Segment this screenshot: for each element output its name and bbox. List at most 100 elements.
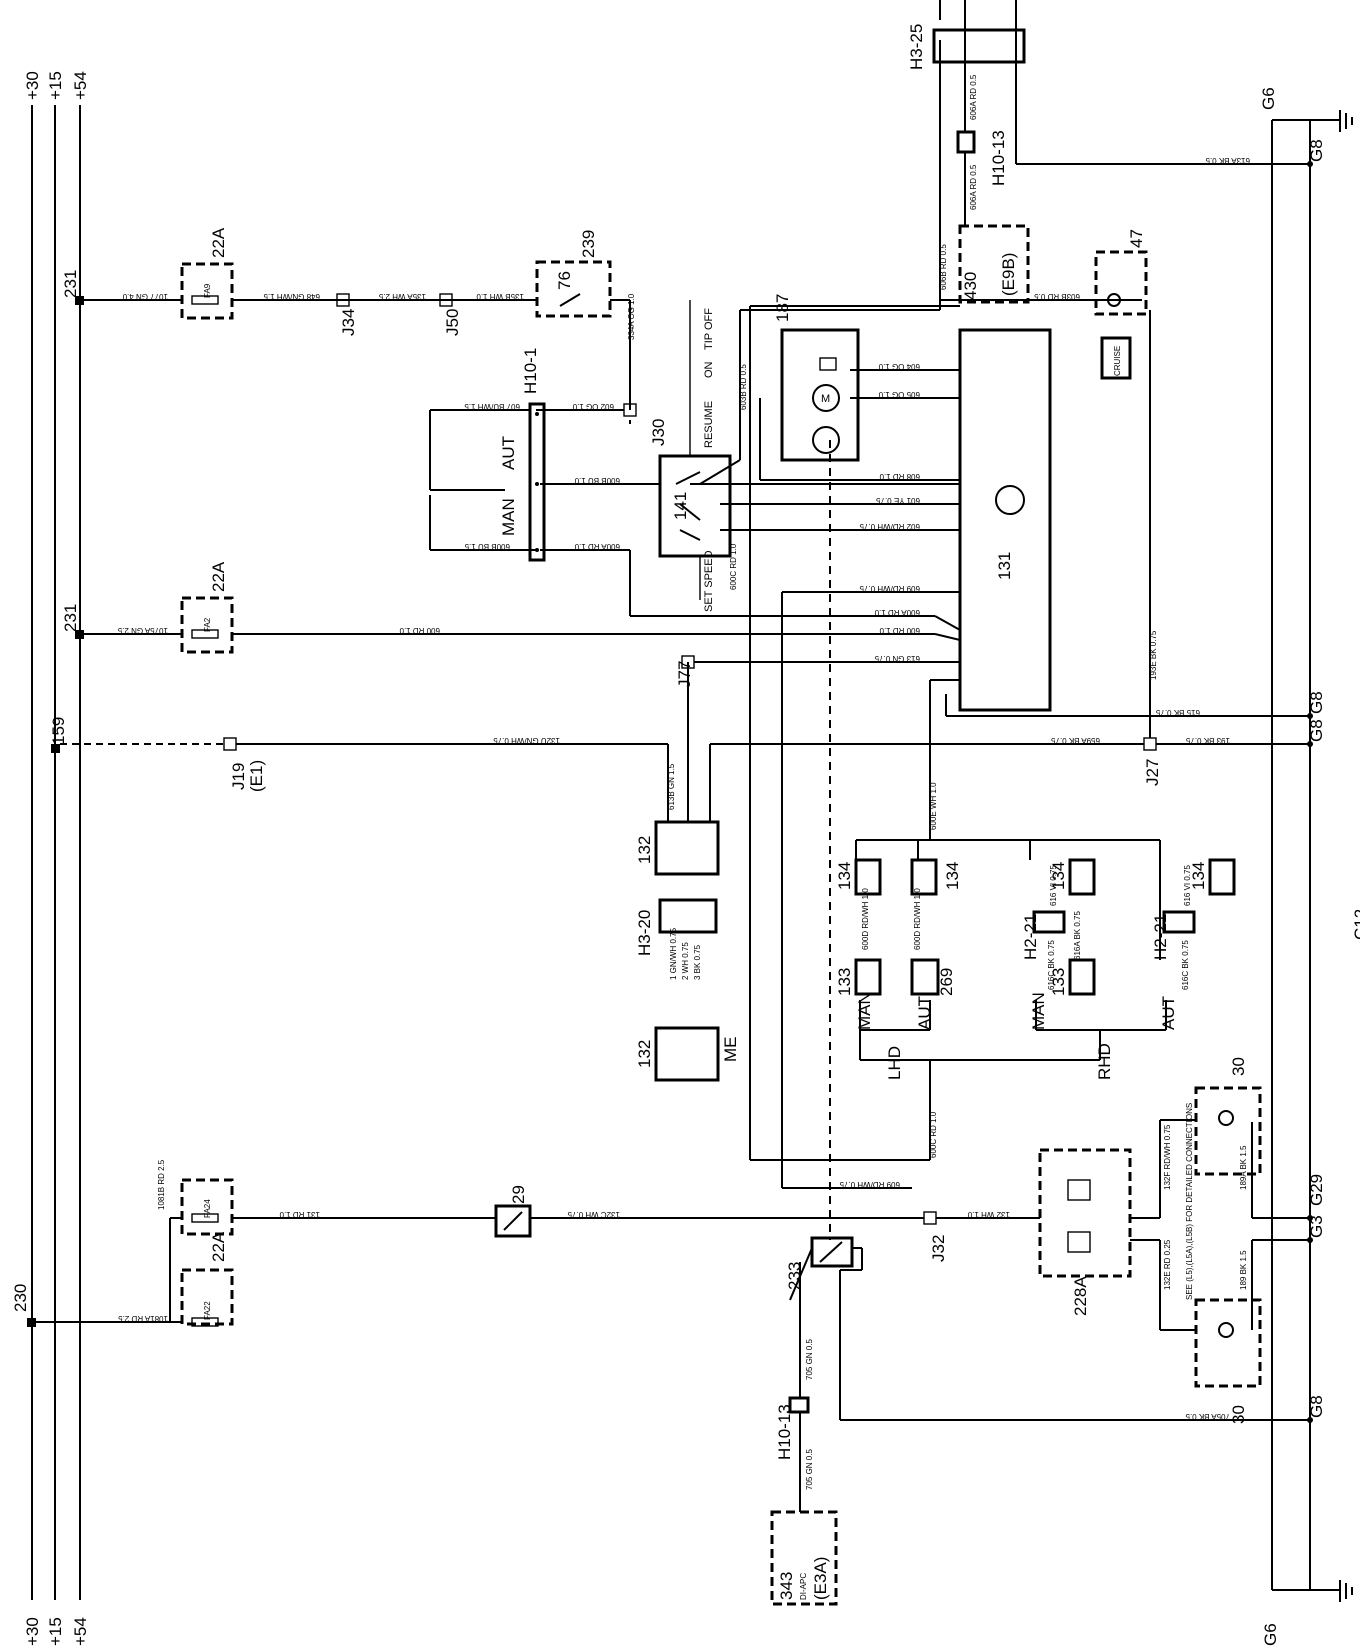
switch-133a-label: 133 [835,968,854,996]
resume-label: RESUME [703,401,715,448]
clutch-switch-269: 269 [910,958,956,996]
splice-231a-label: 231 [61,270,80,298]
g8b-label: G8 [1307,691,1326,714]
switch-133a: 133 [835,958,882,996]
g6-bottom-label: G6 [1261,1623,1280,1646]
connector-j34: J34 [336,293,358,336]
switch-29: 29 [494,1185,532,1238]
switch-134c-label: 134 [1049,862,1068,890]
fuse-fa24-code: FA24 [203,1199,212,1218]
connector-h10-13-bottom: H10-13 [775,1396,810,1460]
switch-134a-label: 134 [835,862,854,890]
connector-j27: J27 [1143,737,1162,786]
wire-3bk-label: 3 BK 0.75 [693,944,702,980]
module-343: 343 DI-APC (E3A) [770,1510,838,1606]
splice-230-label: 230 [11,1284,30,1312]
wire-705b-label: 705 GN 0.5 [805,1449,814,1490]
wire-1081a-label: 1081A RD 2.5 [118,1314,168,1323]
fuse-fa24-ref: 22A [209,1231,228,1262]
wire-606a-label: 606A RD 0.5 [969,74,978,120]
module-430: 430 (E9B) [958,224,1030,304]
wire-616c2-label: 616C BK 0.75 [1181,940,1190,990]
j34-label: J34 [339,309,358,336]
connector-h2-21a: H2-21 [1021,910,1066,960]
rail-54-label-bottom: +54 [71,1617,90,1646]
relay-76-label: 76 [555,271,574,290]
wire-1075a-label: 1075A GN 2.5 [117,626,168,635]
wire-135b-label: 135B WH 1.0 [476,292,524,301]
connector-j50: J50 [439,293,462,336]
wire-603-label: 603B RD 0.5 [1034,292,1080,301]
wire-613-label: 613 GN 0.75 [874,654,920,663]
wire-334a-label: 334A OG 1.0 [627,293,636,340]
wire-648-label: 648 GN/WH 1.5 [263,292,320,301]
sensor-132a: 132 [635,820,720,876]
module-430-label: 430 [961,272,980,300]
splice-231a [75,296,84,305]
motor-icon: M [821,393,830,405]
wire-600-label: 600 RD 1.0 [879,626,920,635]
wire-600-label-b: 600 RD 1.0 [399,626,440,635]
h10-13-bottom-label: H10-13 [775,1404,794,1460]
connector-j32: J32 [923,1211,948,1262]
aut2-label: AUT [915,996,934,1030]
wire-609b-label: 609 RD/WH 0.75 [839,1180,900,1189]
switch-233: 233 [785,1236,854,1290]
wire-600e-label: 600E WH 1.0 [929,782,938,830]
wire-132c-label: 132C WH 0.75 [567,1210,620,1219]
wire-600c-label: 600C RD 1.0 [729,543,738,590]
g8d-label: G8 [1307,1395,1326,1418]
splice-159 [51,744,60,753]
switch-134b-label: 134 [943,862,962,890]
connector-h2-21b: H2-21 [1151,910,1196,960]
switch-134c: 134 [1049,858,1096,896]
wire-602-label: 602 RD/WH 0.75 [859,522,920,531]
wire-616a-label: 616A BK 0.75 [1073,911,1082,960]
wire-613b-label: 613B GN 1.5 [667,763,676,810]
wire-616b-label: 616 VI 0.75 [1183,865,1192,906]
relay-228a: 228A [1038,1148,1132,1316]
rhd-label: RHD [1095,1043,1114,1080]
j27-label: J27 [1143,759,1162,786]
fuse-fa2-ref: 22A [209,561,228,592]
g8c-label: G8 [1307,719,1326,742]
fuse-fa2: FA2 22A [180,561,234,654]
wire-132-label: 132 WH 1.0 [967,1210,1010,1219]
wire-132f-label: 132F RD/WH 0.75 [1163,1124,1172,1190]
see-note-label: SEE (L5),(L5A),(L5B) FOR DETAILED CONNEC… [1185,1103,1194,1300]
splice-231b [75,630,84,639]
lamp-30b-label: 30 [1229,1405,1248,1424]
h3-20-label: H3-20 [635,910,654,956]
rail-30-label-top: +30 [23,71,42,100]
switch-269-label: 269 [937,968,956,996]
fuse-fa2-code: FA2 [203,617,212,632]
me-label: ME [721,1037,740,1063]
wire-2wh-label: 2 WH 0.75 [681,942,690,980]
wire-132u-label: 132U GN/WH 0.75 [493,736,560,745]
h10-13-top-label: H10-13 [989,130,1008,186]
wire-605-label: 605 OG 1.0 [878,390,920,399]
ground-dots [1307,120,1313,1590]
switch-134d: 134 [1189,858,1236,896]
pedal-config-labels: MAN AUT MAN AUT LHD RHD [855,992,1178,1080]
j77-label: J77 [675,661,694,688]
wire-615-label: 615 BK 0.75 [1155,708,1200,717]
wire-600c2-label: 600C RD 1.0 [929,1111,938,1158]
wire-616-label: 616 VI 0.75 [1049,865,1058,906]
wire-705-label: 705 GN 0.5 [805,1339,814,1380]
lamp-30a-label: 30 [1229,1057,1248,1076]
wire-705a-label: 705A BK 0.5 [1185,1412,1230,1421]
man2-label: MAN [855,992,874,1030]
connector-h3-20: H3-20 [635,898,718,956]
fuse-fa24: FA24 22A [180,1178,234,1262]
switch-233-label: 233 [785,1262,804,1290]
wire-606a2-label: 606A RD 0.5 [969,164,978,210]
h2-21a-label: H2-21 [1021,914,1040,960]
wire-1077-label: 1077 GN 4.0 [122,292,168,301]
switch-134b: 134 [910,858,962,896]
switch-134d-label: 134 [1189,862,1208,890]
wire-132e-label: 132E RD 0.25 [1163,1239,1172,1290]
wire-1081b-label: 1081B RD 2.5 [157,1159,166,1210]
j19-label: J19 [229,763,248,790]
